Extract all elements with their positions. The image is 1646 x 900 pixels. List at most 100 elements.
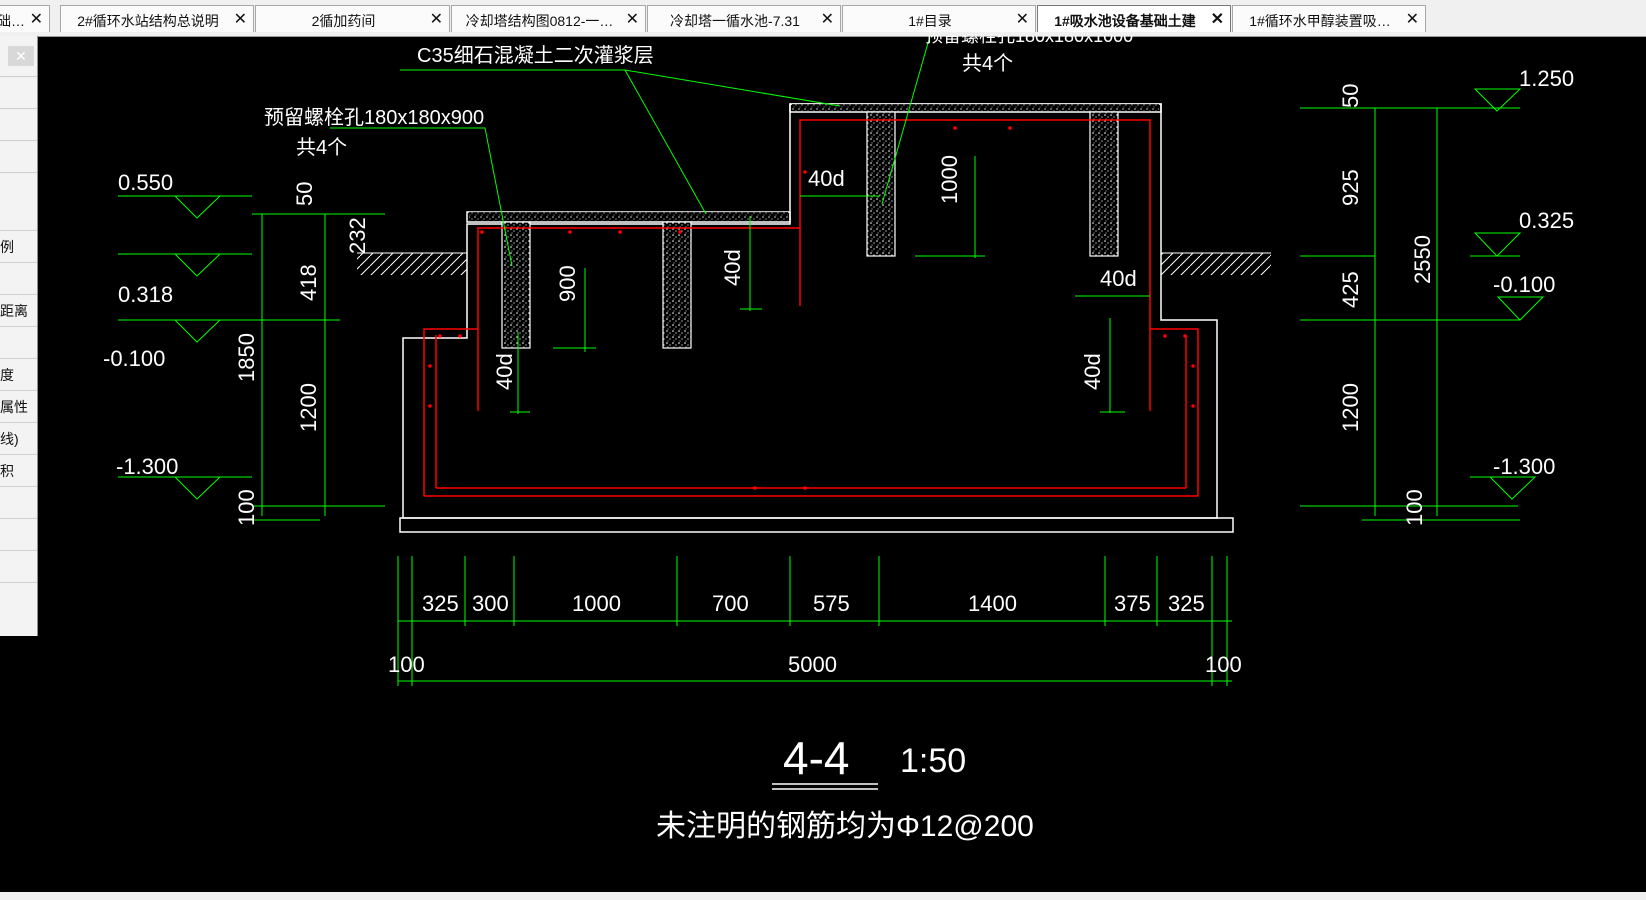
panel-row-6[interactable]: 距离 [0,294,37,326]
dim-left-418: 418 [296,264,321,301]
tab-1[interactable]: 2#循环水站结构总说明 ✕ [60,5,254,32]
elev-left-1: 0.318 [118,282,173,307]
close-icon[interactable]: ✕ [820,11,834,28]
close-icon[interactable]: ✕ [233,11,247,28]
dim-bottom-7: 325 [1168,591,1205,616]
ground-hatch [357,252,1271,275]
dim-40d-5: 40d [1080,353,1105,390]
elev-right-1: 0.325 [1519,208,1574,233]
rebar-note: 未注明的钢筋均为Φ12@200 [656,810,1034,843]
panel-row-0[interactable] [0,76,37,108]
tab-5[interactable]: 1#目录 ✕ [842,5,1036,32]
panel-row-10[interactable]: 线) [0,422,37,454]
elev-left-2: -0.100 [103,346,165,371]
panel-row-1[interactable] [0,108,37,140]
panel-row-11[interactable]: 积 [0,454,37,486]
tab-label: 冷却塔结构图0812-一… [465,13,614,29]
grout-layer-low [469,212,788,221]
tab-3[interactable]: 冷却塔结构图0812-一… ✕ [451,5,646,32]
close-icon[interactable]: ✕ [1015,11,1029,28]
tab-label: 1#吸水池设备基础土建 [1054,13,1196,29]
panel-row-8[interactable]: 度 [0,358,37,390]
rebar-lines [423,119,1199,497]
annotation-hole-count: 共4个 [296,136,347,159]
dim-left-1200: 1200 [296,383,321,432]
dim-left-100: 100 [234,489,259,526]
tab-6[interactable]: 1#吸水池设备基础土建 ✕ [1037,5,1231,32]
drawing-text: 预留螺栓孔180x180x1000 共4个 C35细石混凝土二次灌浆层 预留螺栓… [103,36,1574,843]
section-title: 4-4 [783,732,849,784]
dim-total-right: 100 [1205,652,1242,677]
panel-row-9[interactable]: 属性 [0,390,37,422]
dimension-lines [118,36,1520,686]
dim-40d-2: 40d [720,249,745,286]
dim-1000: 1000 [937,155,962,204]
panel-row-7[interactable] [0,326,37,358]
tab-0[interactable]: 础… ✕ [0,5,50,32]
elev-left-3: -1.300 [116,454,178,479]
section-scale: 1:50 [900,742,966,780]
bolt-holes [501,111,1119,349]
panel-row-13[interactable] [0,518,37,550]
close-icon[interactable]: ✕ [1405,11,1419,28]
tab-7[interactable]: 1#循环水甲醇装置吸… ✕ [1232,5,1426,32]
panel-row-12[interactable] [0,486,37,518]
panel-row-4[interactable]: 例 [0,230,37,262]
grout-layer-high [792,104,1159,111]
dim-right-425: 425 [1338,271,1363,308]
dim-bottom-1: 300 [472,591,509,616]
panel-row-3[interactable] [0,172,37,204]
tab-bar: 础… ✕ 2#循环水站结构总说明 ✕ 2循加药间 ✕ 冷却塔结构图0812-一…… [0,0,1646,37]
annotation-top-count: 共4个 [962,52,1013,75]
close-icon[interactable]: ✕ [1210,11,1224,28]
rebar-dots [428,126,1195,490]
title-underline [772,783,878,790]
dim-total-mid: 5000 [788,652,837,677]
annotation-top-cut: 预留螺栓孔180x180x1000 [925,36,1133,46]
tab-label: 1#循环水甲醇装置吸… [1249,13,1391,29]
dim-bottom-5: 1400 [968,591,1017,616]
dim-bottom-3: 700 [712,591,749,616]
dim-left-1850: 1850 [234,333,259,382]
panel-row-14[interactable] [0,550,37,582]
elev-left-0: 0.550 [118,170,173,195]
dim-bottom-2: 1000 [572,591,621,616]
panel-row-15[interactable] [0,582,37,614]
tab-label: 1#目录 [908,13,952,29]
annotation-grout: C35细石混凝土二次灌浆层 [417,44,654,67]
dim-bottom-6: 375 [1114,591,1151,616]
close-icon[interactable]: ✕ [429,11,443,28]
elevation-markers [173,88,1545,500]
close-icon[interactable]: ✕ [29,11,43,28]
tab-label: 2#循环水站结构总说明 [77,13,219,29]
dim-left-232: 232 [345,217,370,254]
status-bar [0,892,1646,900]
dim-right-100: 100 [1402,489,1427,526]
annotation-hole: 预留螺栓孔180x180x900 [264,106,484,129]
tab-label: 础… [0,13,25,29]
dim-right-925: 925 [1338,169,1363,206]
properties-panel: ✕ 例 距离 度 属性 线) 积 [0,36,38,636]
dim-left-50: 50 [292,182,317,206]
dim-right-1200: 1200 [1338,383,1363,432]
close-icon[interactable]: ✕ [625,11,639,28]
dim-40d-1: 40d [808,166,845,191]
panel-row-5[interactable] [0,262,37,294]
dim-900: 900 [555,265,580,302]
dim-right-50: 50 [1338,84,1363,108]
tab-label: 2循加药间 [311,13,376,29]
dim-bottom-4: 575 [813,591,850,616]
elev-right-0: 1.250 [1519,66,1574,91]
panel-close-icon[interactable]: ✕ [8,46,34,66]
dim-40d-3: 40d [1100,266,1137,291]
elev-right-3: -1.300 [1493,454,1555,479]
tab-2[interactable]: 2循加药间 ✕ [255,5,450,32]
panel-row-2[interactable] [0,140,37,172]
dim-bottom-0: 325 [422,591,459,616]
dim-right-2550: 2550 [1410,235,1435,284]
drawing-canvas[interactable]: 预留螺栓孔180x180x1000 共4个 C35细石混凝土二次灌浆层 预留螺栓… [0,36,1646,892]
dim-40d-4: 40d [492,353,517,390]
section-drawing: 预留螺栓孔180x180x1000 共4个 C35细石混凝土二次灌浆层 预留螺栓… [103,36,1574,843]
tab-4[interactable]: 冷却塔一循水池-7.31 ✕ [647,5,841,32]
dim-total-left: 100 [388,652,425,677]
